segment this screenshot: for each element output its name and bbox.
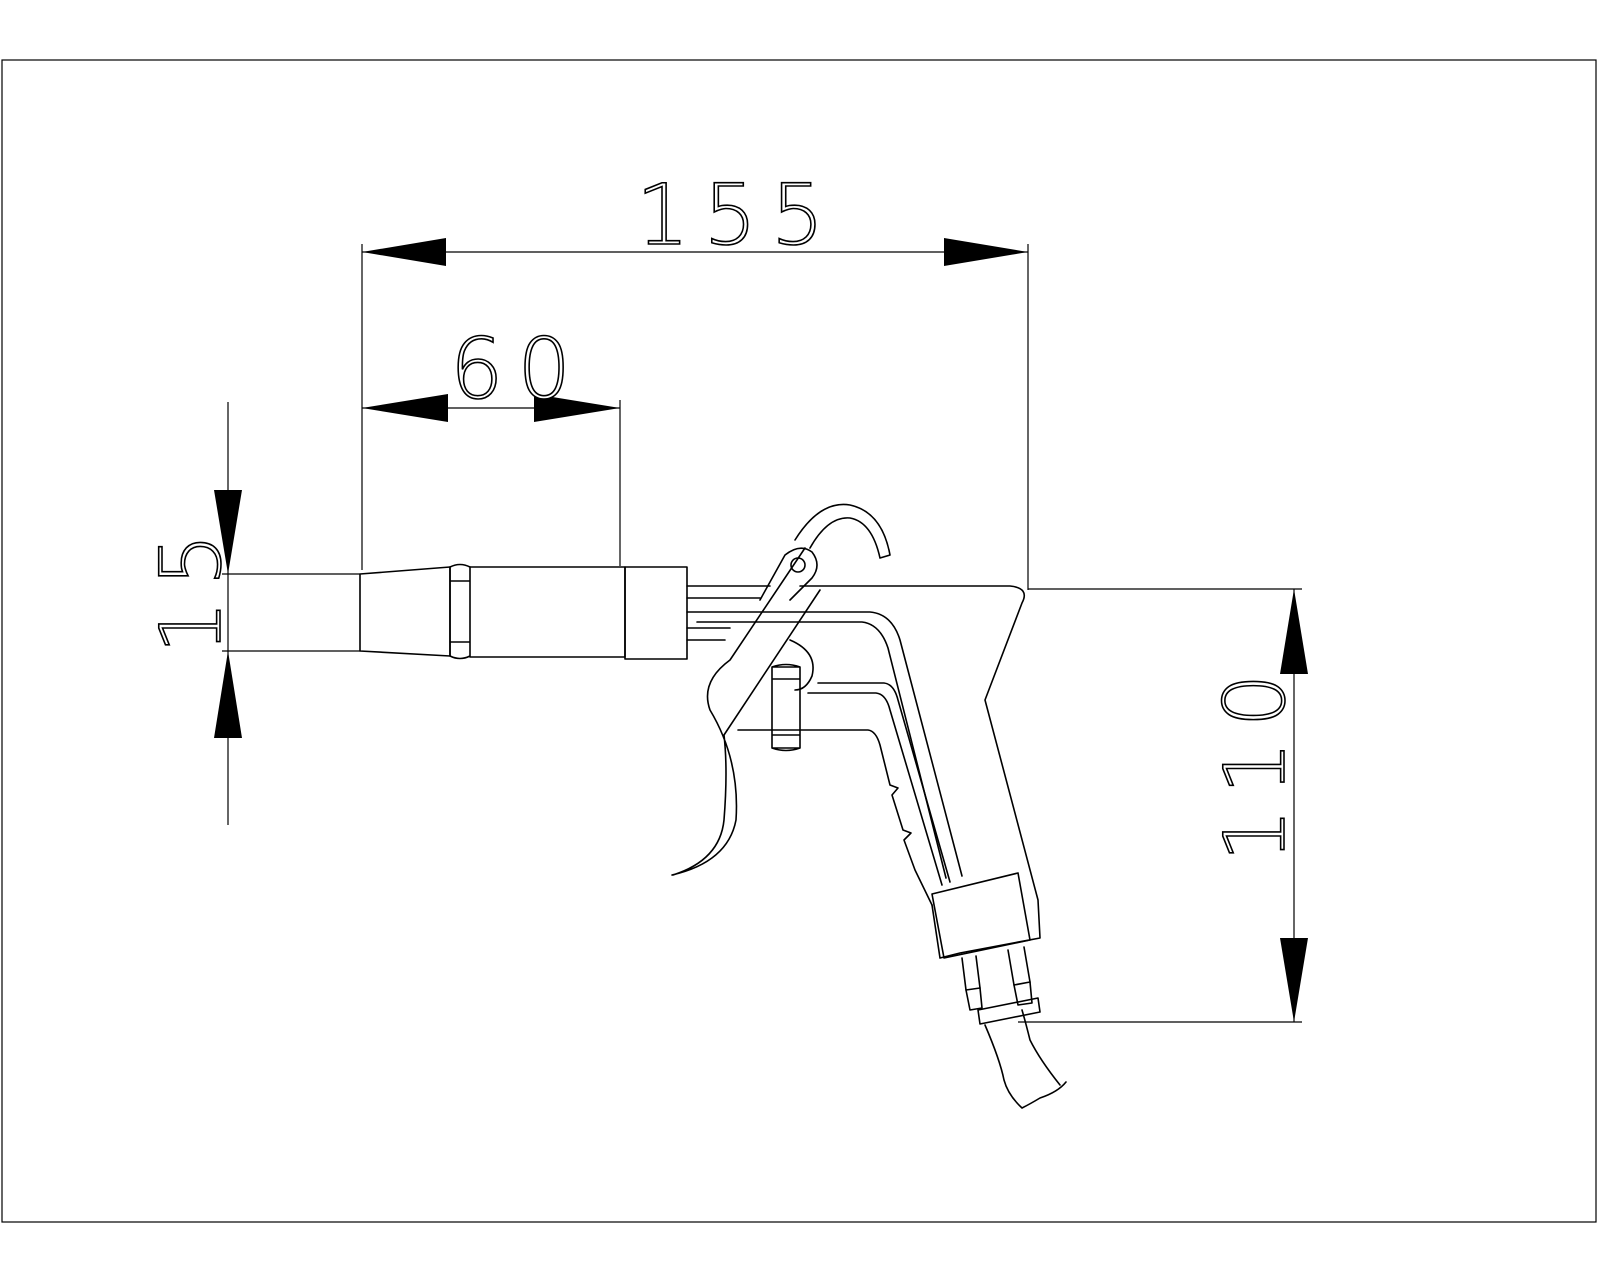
inlet-stem-right-lower	[1013, 981, 1033, 1006]
grip-inner-line	[817, 682, 951, 883]
dimension-text-15: 15	[142, 519, 240, 654]
arrowhead-left-60	[362, 394, 448, 422]
arrowhead-bottom-110	[1280, 938, 1308, 1022]
dimension-height: 110	[1018, 588, 1308, 1023]
arrowhead-top-110	[1280, 589, 1308, 674]
dimension-text-155: 155	[636, 166, 838, 264]
barrel-rods	[686, 585, 771, 641]
dimension-text-110: 110	[1206, 660, 1304, 862]
inner-air-channel	[686, 611, 963, 877]
arrowhead-right-155	[944, 238, 1028, 266]
coupling-sleeve	[624, 566, 688, 660]
dimension-nozzle-length: 60	[362, 319, 621, 566]
valve-hex-nut	[771, 663, 801, 752]
inlet-block	[931, 872, 1031, 959]
trigger-lever	[671, 547, 821, 876]
arrowhead-bottom-15	[214, 651, 242, 738]
extension-lines-15	[222, 573, 360, 652]
arrowhead-right-60	[534, 394, 620, 422]
air-blow-gun	[359, 503, 1067, 1109]
grip-inner-line-2	[807, 692, 943, 886]
arrowhead-left-155	[362, 238, 446, 266]
pivot-pin	[790, 557, 806, 573]
dimension-overall-length: 155	[361, 165, 1029, 590]
grip-ridges	[737, 729, 933, 906]
drawing-frame	[1, 59, 1597, 1223]
arrowhead-top-15	[214, 490, 242, 574]
trigger-link	[759, 547, 818, 601]
hanging-hook	[794, 503, 891, 559]
nozzle-hex-nut	[449, 563, 471, 660]
extension-lines-155	[361, 244, 1029, 590]
inlet-stem-right	[1007, 946, 1031, 986]
dimension-nozzle-diameter: 15	[141, 402, 360, 825]
inlet-stem-left	[961, 955, 981, 991]
dimension-text-60: 60	[450, 320, 585, 418]
valve-pivot-arc	[789, 639, 814, 691]
extension-lines-110	[1018, 588, 1302, 1023]
inlet-washer	[977, 997, 1041, 1025]
nozzle-tube	[469, 566, 626, 658]
air-hose	[984, 1009, 1067, 1109]
inner-air-channel-2	[696, 621, 947, 879]
nozzle-tip	[359, 566, 451, 657]
inlet-stem-left-lower	[965, 987, 983, 1011]
